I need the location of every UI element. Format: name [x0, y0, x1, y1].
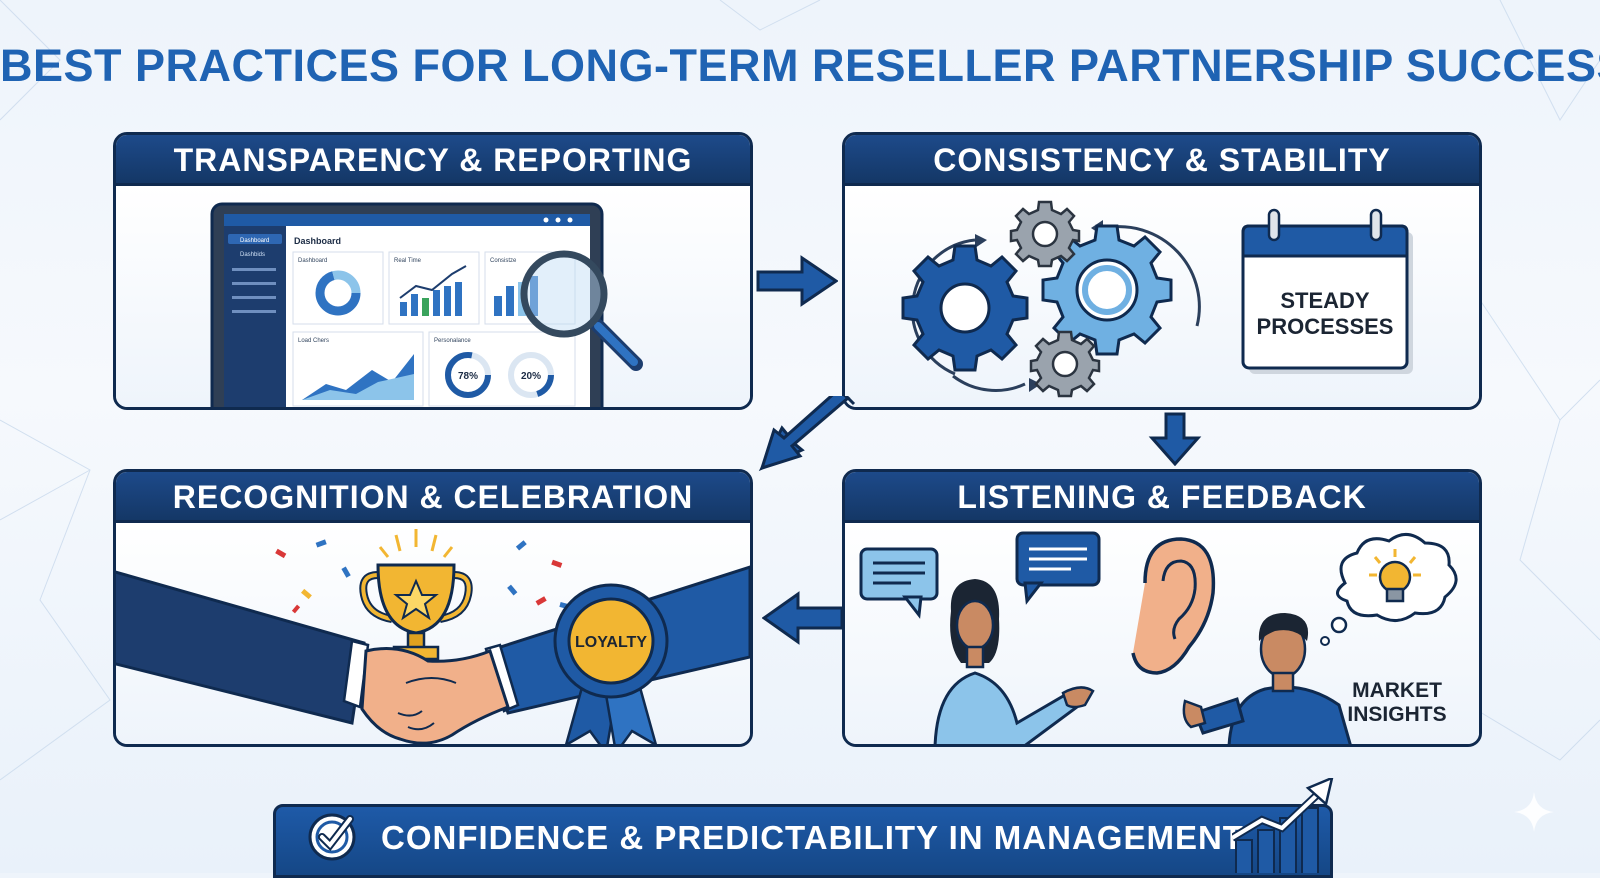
sidebar-item-dashbids: Dashbids — [240, 252, 265, 258]
page-title: BEST PRACTICES FOR LONG-TERM RESELLER PA… — [0, 40, 1600, 91]
panel-transparency-reporting: TRANSPARENCY & REPORTING Dashboard Dashb… — [113, 132, 753, 410]
sparkle-icon — [1514, 792, 1554, 832]
panel-body: MARKET INSIGHTS — [845, 523, 1479, 744]
footer-text: CONFIDENCE & PREDICTABILITY IN MANAGEMEN… — [381, 819, 1244, 856]
panel-consistency-stability: CONSISTENCY & STABILITY — [842, 132, 1482, 410]
magnifying-glass-icon — [520, 250, 643, 371]
panel-listening-feedback: LISTENING & FEEDBACK — [842, 469, 1482, 747]
svg-text:Real Time: Real Time — [394, 258, 422, 264]
handshake-icon — [360, 647, 510, 744]
handshake-illustration: LOYALTY — [116, 529, 750, 744]
panel-heading: CONSISTENCY & STABILITY — [845, 135, 1479, 186]
dashboard-title: Dashboard — [294, 236, 341, 246]
svg-text:Personalance: Personalance — [434, 338, 471, 344]
svg-text:Load Chers: Load Chers — [298, 338, 329, 344]
panel-body: STEADY PROCESSES — [845, 186, 1479, 407]
svg-text:Consistze: Consistze — [490, 258, 517, 264]
gauge-20 — [508, 352, 554, 398]
dashboard-sidebar — [224, 226, 286, 407]
svg-text:78%: 78% — [458, 371, 478, 382]
arrow-right-icon — [756, 255, 838, 307]
panel-body: Dashboard Dashbids Dashboard Dashboard R… — [116, 186, 750, 407]
panel-body: LOYALTY — [116, 523, 750, 744]
gauge-78 — [445, 352, 491, 398]
checkmark-icon — [308, 813, 356, 861]
panel-heading: LISTENING & FEEDBACK — [845, 472, 1479, 523]
sidebar-item-dashboard: Dashboard — [240, 238, 269, 244]
light-gear-icon — [1041, 224, 1173, 356]
bar-chart — [399, 265, 467, 316]
lightbulb-icon — [1369, 549, 1421, 603]
woman-figure — [933, 579, 1095, 744]
market-text: MARKET — [1352, 679, 1442, 702]
footer-banner: CONFIDENCE & PREDICTABILITY IN MANAGEMEN… — [273, 804, 1333, 878]
left-arm — [116, 570, 366, 725]
speech-bubble-icon — [859, 547, 939, 619]
small-gear-icon — [1009, 200, 1081, 268]
calendar-text-processes: PROCESSES — [1257, 314, 1394, 339]
panel-heading: RECOGNITION & CELEBRATION — [116, 472, 750, 523]
growth-chart-icon — [1232, 778, 1334, 873]
loyalty-ribbon-icon — [553, 583, 669, 744]
insights-text: INSIGHTS — [1347, 703, 1446, 726]
svg-text:20%: 20% — [521, 371, 541, 382]
speech-bubble-icon — [1015, 531, 1101, 605]
loyalty-label: LOYALTY — [575, 634, 647, 651]
trophy-icon — [359, 529, 473, 661]
arrow-down-left-icon — [758, 396, 856, 472]
calendar-icon — [1241, 208, 1413, 374]
arrow-down-icon — [1148, 412, 1202, 466]
ear-icon — [1131, 537, 1216, 675]
dashboard-illustration: Dashboard Dashbids Dashboard Dashboard R… — [210, 202, 643, 407]
calendar-text-steady: STEADY — [1280, 288, 1370, 313]
arrow-left-icon — [762, 591, 844, 645]
gears-illustration: STEADY PROCESSES — [901, 200, 1413, 398]
svg-text:Dashboard: Dashboard — [298, 258, 327, 264]
panel-heading: TRANSPARENCY & REPORTING — [116, 135, 750, 186]
large-gear-icon — [901, 244, 1029, 372]
panel-recognition-celebration: RECOGNITION & CELEBRATION — [113, 469, 753, 747]
small-gear-icon — [1029, 330, 1101, 398]
screen-topbar — [224, 214, 590, 226]
man-figure — [1182, 613, 1352, 744]
listening-illustration: MARKET INSIGHTS — [859, 531, 1458, 744]
